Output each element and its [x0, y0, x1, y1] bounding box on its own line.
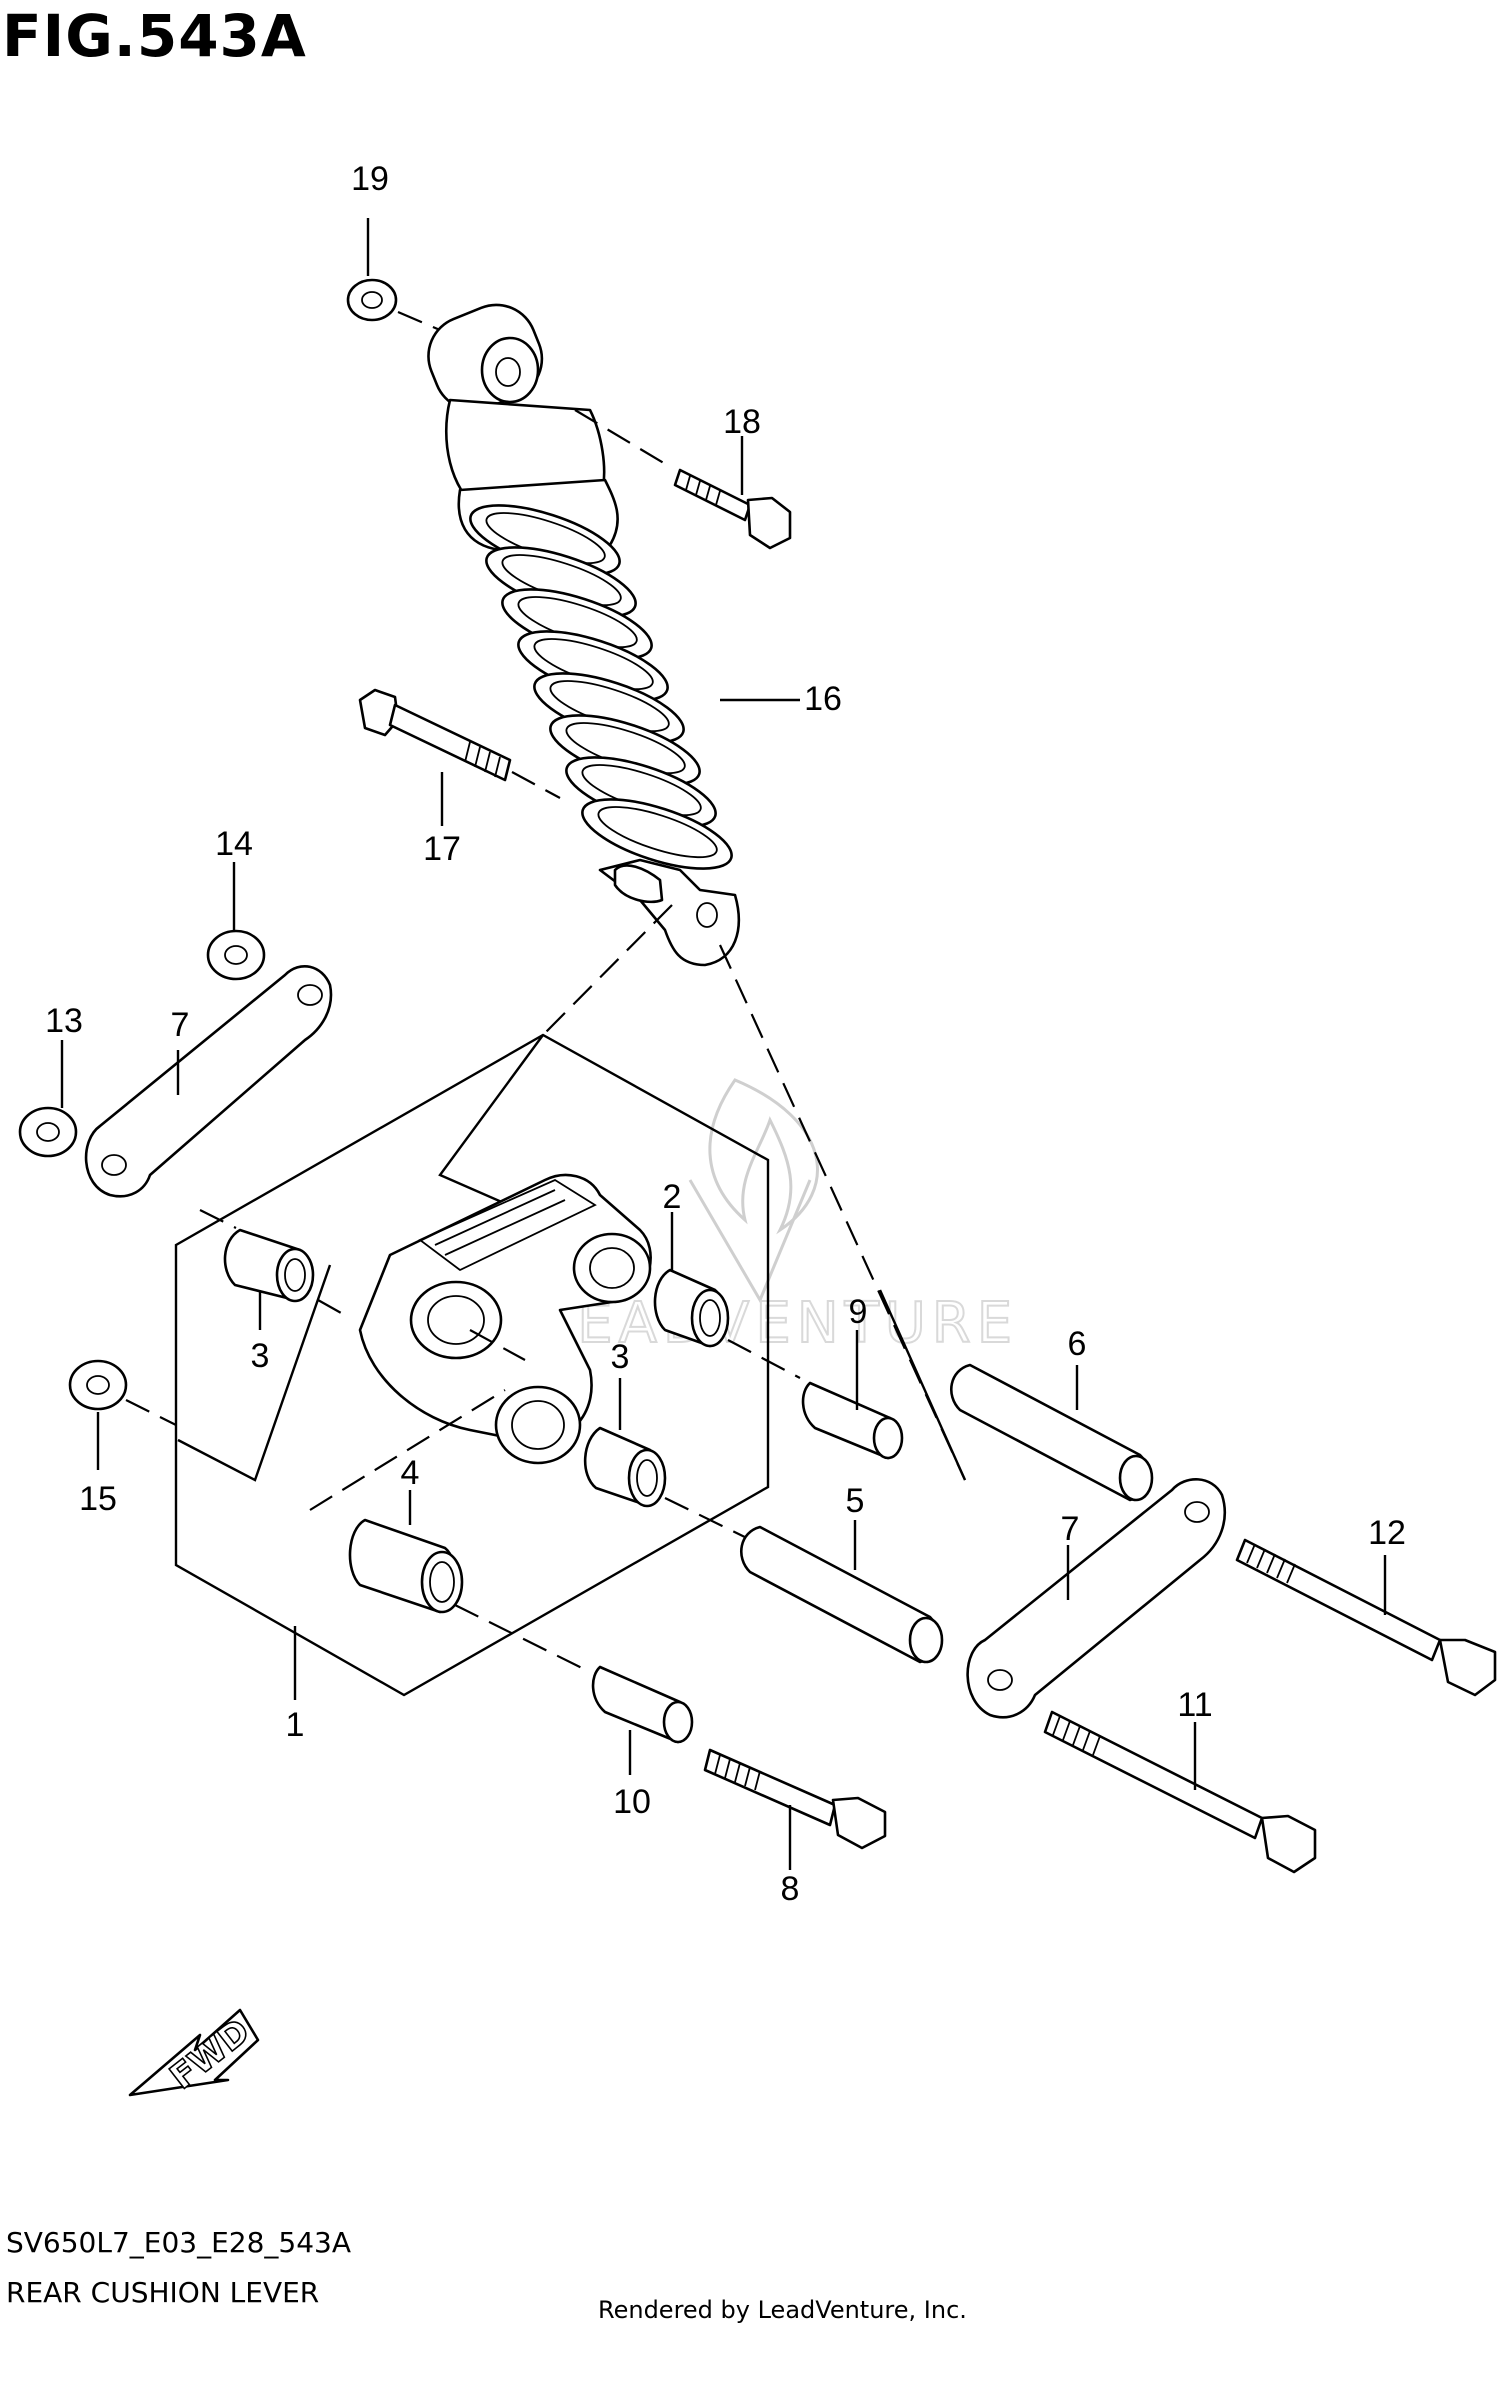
callout-18[interactable]: 18 — [723, 403, 761, 441]
part-11-bolt[interactable] — [1043, 1710, 1317, 1874]
spring-coil-inner — [597, 806, 718, 859]
part-13-nut[interactable] — [18, 1106, 78, 1158]
callout-9[interactable]: 9 — [849, 1293, 868, 1331]
callout-7b[interactable]: 7 — [1061, 1510, 1080, 1548]
part-16-rear-shock-absorber[interactable] — [416, 293, 740, 967]
part-18-bolt[interactable] — [673, 468, 792, 550]
part-8-bolt[interactable] — [703, 1748, 887, 1850]
part-5-sleeve[interactable] — [740, 1525, 944, 1664]
fwd-direction-arrow: FWD — [128, 2008, 260, 2098]
part-7-cushion-rod-left[interactable] — [84, 965, 333, 1198]
callout-14[interactable]: 14 — [215, 825, 253, 863]
part-2-bearing[interactable] — [653, 1268, 730, 1348]
callout-3b[interactable]: 3 — [611, 1338, 630, 1376]
callout-17[interactable]: 17 — [423, 830, 461, 868]
figure-description: REAR CUSHION LEVER — [6, 2276, 320, 2309]
part-15-nut[interactable] — [68, 1359, 128, 1411]
callout-4[interactable]: 4 — [401, 1454, 420, 1492]
part-9-spacer[interactable] — [801, 1381, 904, 1460]
callout-6[interactable]: 6 — [1068, 1325, 1087, 1363]
part-3-bearing-upper[interactable] — [223, 1228, 315, 1303]
callout-12[interactable]: 12 — [1368, 1514, 1406, 1552]
part-4-bearing[interactable] — [348, 1518, 464, 1614]
callout-3a[interactable]: 3 — [251, 1337, 270, 1375]
part-3-bearing-lower[interactable] — [583, 1426, 667, 1508]
part-7-cushion-rod-right[interactable] — [966, 1478, 1227, 1719]
callout-11[interactable]: 11 — [1177, 1686, 1212, 1724]
callout-8[interactable]: 8 — [781, 1870, 800, 1908]
callout-19[interactable]: 19 — [351, 160, 389, 198]
callout-10[interactable]: 10 — [613, 1783, 651, 1821]
part-6-sleeve[interactable] — [950, 1363, 1154, 1502]
callout-1[interactable]: 1 — [286, 1706, 305, 1744]
figure-title: FIG.543A — [2, 2, 307, 70]
callout-16[interactable]: 16 — [804, 680, 842, 718]
callout-5[interactable]: 5 — [846, 1482, 865, 1520]
part-19-nut[interactable] — [346, 278, 398, 322]
callout-15[interactable]: 15 — [79, 1480, 117, 1518]
spring-coil — [581, 798, 733, 870]
callout-13[interactable]: 13 — [45, 1002, 83, 1040]
part-1-cushion-lever[interactable] — [358, 1173, 652, 1465]
rendered-by-credit: Rendered by LeadVenture, Inc. — [598, 2296, 967, 2324]
model-code: SV650L7_E03_E28_543A — [6, 2226, 352, 2259]
part-12-bolt[interactable] — [1235, 1538, 1497, 1697]
part-14-nut[interactable] — [206, 929, 266, 981]
callout-2[interactable]: 2 — [663, 1178, 682, 1216]
callout-7a[interactable]: 7 — [171, 1006, 190, 1044]
part-10-spacer[interactable] — [591, 1665, 694, 1744]
part-17-bolt[interactable] — [358, 688, 512, 782]
